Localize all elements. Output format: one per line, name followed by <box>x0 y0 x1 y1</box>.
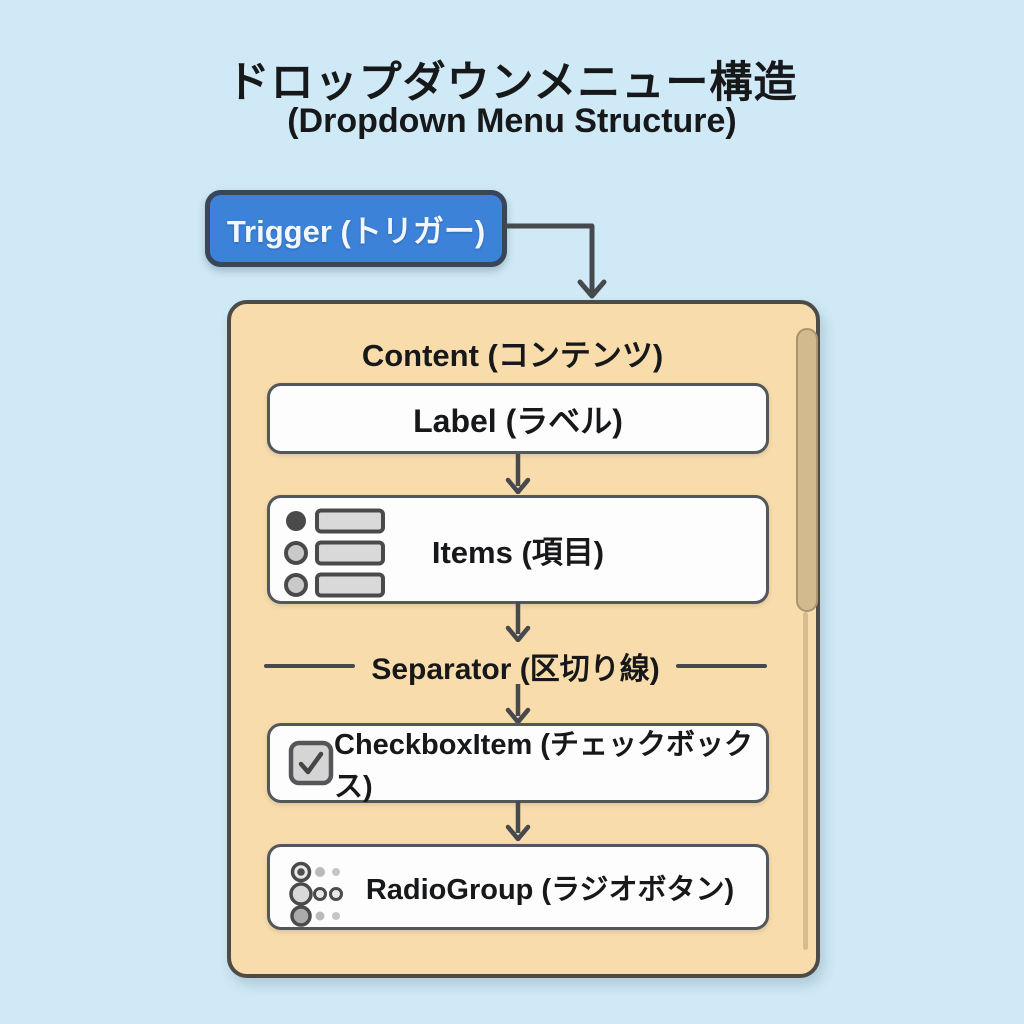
separator-line-left <box>264 664 356 668</box>
down-arrow-icon <box>505 684 531 724</box>
checkbox-item-text: CheckboxItem (チェックボックス) <box>334 729 753 803</box>
down-arrow-icon <box>505 602 531 642</box>
page-title-english: (Dropdown Menu Structure) <box>287 102 737 140</box>
scrollbar-thumb <box>796 328 818 612</box>
radio-group-icon <box>289 861 343 927</box>
items-node: Items (項目) <box>267 495 769 604</box>
trigger-label: Trigger (トリガー) <box>226 214 486 249</box>
menu-list-icon <box>284 508 385 598</box>
checkbox-item-node: CheckboxItem (チェックボックス) <box>267 723 769 803</box>
radio-group-node: RadioGroup (ラジオボタン) <box>267 844 769 930</box>
separator-node: Separator (区切り線) <box>264 646 767 686</box>
label-node: Label (ラベル) <box>267 383 769 454</box>
content-panel: Content (コンテンツ) Label (ラベル) Items (項目) <box>227 300 820 978</box>
checkbox-checked-icon <box>288 740 334 786</box>
page-title-japanese: ドロップダウンメニュー構造 <box>226 59 798 107</box>
down-arrow-icon <box>505 454 531 494</box>
separator-text: Separator (区切り線) <box>371 653 660 686</box>
items-node-text: Items (項目) <box>431 535 605 570</box>
content-panel-title: Content (コンテンツ) <box>361 338 664 373</box>
label-node-text: Label (ラベル) <box>413 402 623 439</box>
down-arrow-icon <box>505 801 531 841</box>
radio-group-text: RadioGroup (ラジオボタン) <box>365 874 735 906</box>
scrollbar-track <box>803 612 808 950</box>
trigger-node: Trigger (トリガー) <box>205 190 507 267</box>
separator-line-right <box>675 664 767 668</box>
elbow-connector-arrow-icon <box>505 223 607 299</box>
